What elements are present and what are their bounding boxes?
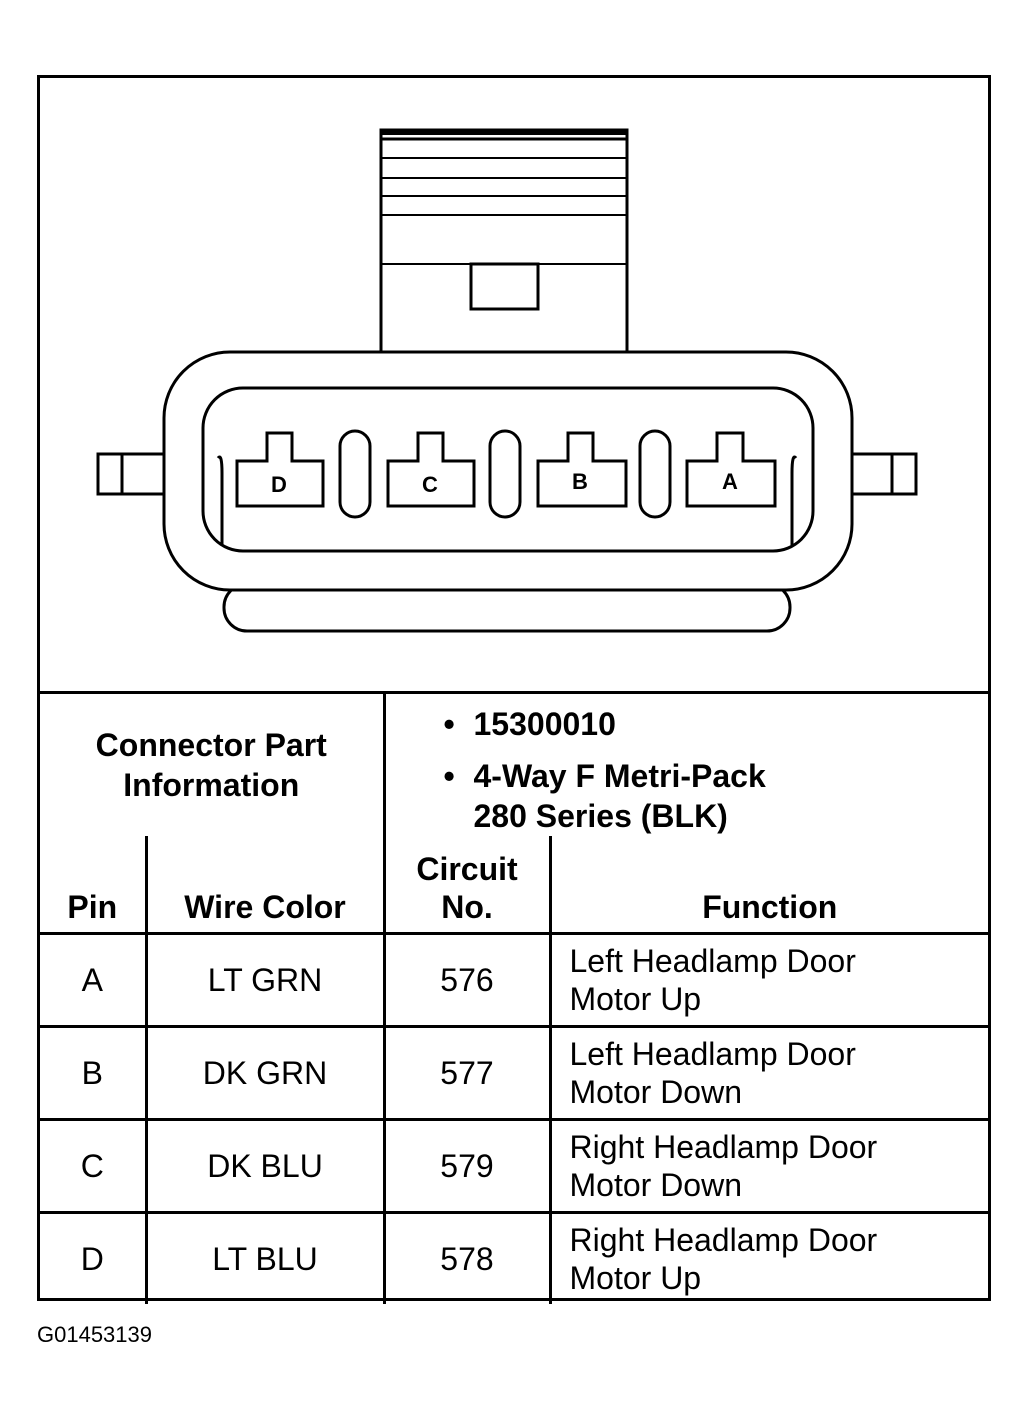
right-side-tab [844, 452, 918, 496]
terminal-c [386, 431, 476, 508]
wire-color-cell: DK BLU [144, 1119, 386, 1214]
bullet-icon: • [443, 758, 455, 794]
function-line2: Motor Down [569, 1167, 743, 1203]
wire-color-cell: LT BLU [144, 1212, 386, 1304]
circuit-cell: 579 [382, 1119, 552, 1214]
function-line1: Right Headlamp Door [569, 1129, 878, 1165]
table-row: C DK BLU 579 Right Headlamp Door Motor D… [40, 1119, 988, 1214]
part-description-line: • 4-Way F Metri-Pack [444, 756, 989, 796]
terminal-b [536, 431, 628, 508]
header-circuit: Circuit No. [382, 836, 552, 935]
part-number-line: • 15300010 [444, 704, 989, 744]
part-description-1: 4-Way F Metri-Pack [473, 758, 766, 794]
connector-part-label: Connector Part Information [40, 691, 386, 836]
wire-color-cell: DK GRN [144, 1026, 386, 1121]
pin-label-d: D [271, 472, 287, 497]
table-row: D LT BLU 578 Right Headlamp Door Motor U… [40, 1212, 988, 1304]
table-row: A LT GRN 576 Left Headlamp Door Motor Up [40, 933, 988, 1028]
connector-part-table: Connector Part Information • 15300010 • … [40, 691, 988, 836]
function-cell: Left Headlamp Door Motor Down [548, 1026, 988, 1121]
terminal-separator [338, 429, 372, 519]
function-line1: Left Headlamp Door [569, 943, 856, 979]
pin-label-c: C [422, 472, 438, 497]
function-cell: Right Headlamp Door Motor Down [548, 1119, 988, 1214]
header-pin: Pin [40, 836, 148, 935]
function-line2: Motor Up [569, 1260, 702, 1296]
function-line1: Right Headlamp Door [569, 1222, 878, 1258]
part-description-2: 280 Series (BLK) [473, 798, 728, 834]
circuit-cell: 578 [382, 1212, 552, 1304]
circuit-cell: 576 [382, 933, 552, 1028]
pin-cell: B [40, 1026, 148, 1121]
table-row: B DK GRN 577 Left Headlamp Door Motor Do… [40, 1026, 988, 1121]
pin-cell: A [40, 933, 148, 1028]
part-number: 15300010 [473, 706, 616, 742]
connector-latch [379, 128, 629, 357]
part-description-line2: 280 Series (BLK) [444, 796, 989, 836]
pin-label-b: B [572, 469, 588, 494]
function-cell: Right Headlamp Door Motor Up [548, 1212, 988, 1304]
pin-cell: D [40, 1212, 148, 1304]
terminal-d [235, 431, 325, 508]
function-line1: Left Headlamp Door [569, 1036, 856, 1072]
diagram-frame: D C B A Connector Part Information • 153… [37, 75, 991, 1304]
header-circuit-line2: No. [441, 889, 493, 925]
terminal-a [685, 431, 777, 508]
pin-table: Pin Wire Color Circuit No. Function A LT… [40, 836, 988, 1304]
pin-label-a: A [722, 469, 738, 494]
part-label-line1: Connector Part [95, 727, 327, 763]
header-function: Function [548, 836, 988, 935]
header-circuit-line1: Circuit [416, 851, 518, 887]
connector-part-info: • 15300010 • 4-Way F Metri-Pack 280 Seri… [382, 691, 989, 836]
left-side-tab [96, 452, 168, 496]
pin-cell: C [40, 1119, 148, 1214]
function-line2: Motor Down [569, 1074, 743, 1110]
function-line2: Motor Up [569, 981, 702, 1017]
figure-id: G01453139 [37, 1322, 152, 1347]
table-header-row: Pin Wire Color Circuit No. Function [40, 836, 988, 935]
function-cell: Left Headlamp Door Motor Up [548, 933, 988, 1028]
header-wire-color: Wire Color [144, 836, 386, 935]
circuit-cell: 577 [382, 1026, 552, 1121]
terminal-separator [488, 429, 522, 519]
bullet-icon: • [443, 706, 455, 742]
part-label-line2: Information [123, 767, 300, 803]
connector-illustration: D C B A [96, 128, 918, 633]
terminal-separator [638, 429, 672, 519]
wire-color-cell: LT GRN [144, 933, 386, 1028]
